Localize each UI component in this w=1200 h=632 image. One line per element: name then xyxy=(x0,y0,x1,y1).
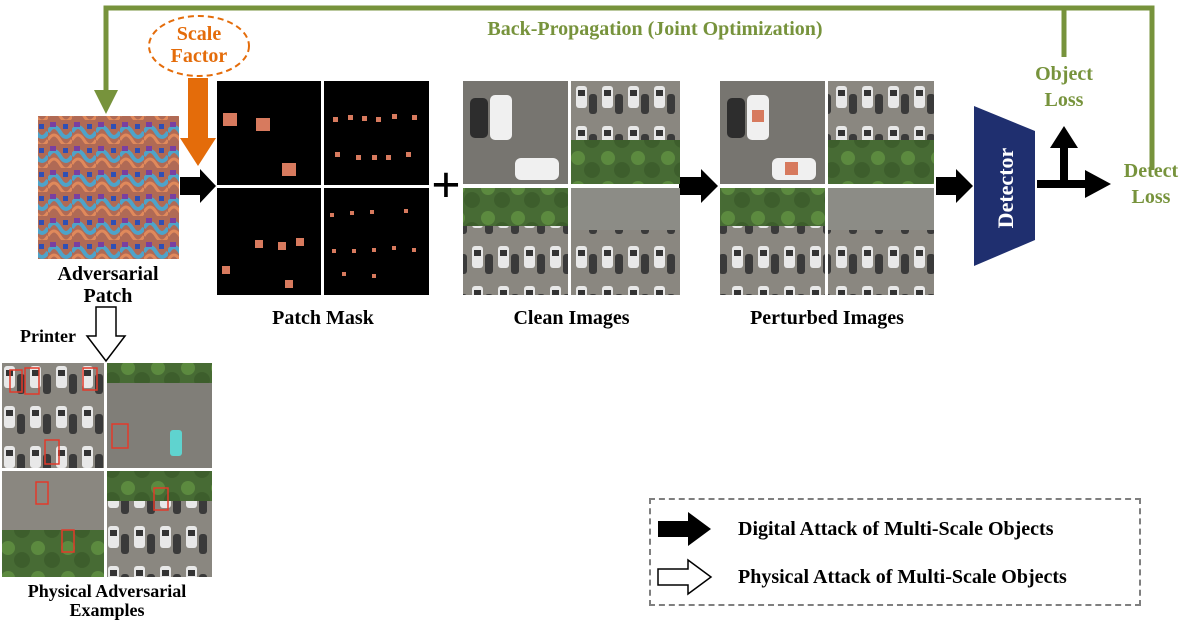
detector-output-arrows xyxy=(1037,126,1111,198)
arrow-perturbed-to-detector xyxy=(936,169,973,203)
backprop-arrowhead xyxy=(94,90,118,114)
clean-images-grid xyxy=(463,81,680,295)
detect-loss-label: Detect Loss xyxy=(1103,160,1199,208)
printer-label: Printer xyxy=(20,326,76,346)
patch-mask-label: Patch Mask xyxy=(272,307,374,329)
legend-box xyxy=(649,498,1141,606)
adversarial-patch-line1: Adversarial xyxy=(57,263,159,285)
arrow-clean-to-perturbed xyxy=(679,169,718,203)
backprop-arrow xyxy=(103,5,1155,170)
legend-physical-text: Physical Attack of Multi-Scale Objects xyxy=(738,566,1067,588)
adversarial-patch-image xyxy=(38,116,179,259)
object-loss-line2: Loss xyxy=(1044,89,1084,111)
detect-loss-line2: Loss xyxy=(1131,186,1171,208)
adversarial-patch-line2: Patch xyxy=(83,285,133,307)
scale-factor-line2: Factor xyxy=(170,45,228,67)
detect-loss-line1: Detect xyxy=(1123,160,1179,182)
scale-factor-line1: Scale xyxy=(176,23,222,45)
detector-label: Detector xyxy=(993,147,1018,229)
clean-images-label: Clean Images xyxy=(513,307,630,329)
physical-examples-grid xyxy=(2,363,212,577)
adversarial-patch-label: Adversarial Patch xyxy=(28,263,188,307)
perturbed-images-label: Perturbed Images xyxy=(750,307,904,329)
backprop-label: Back-Propagation (Joint Optimization) xyxy=(487,18,823,40)
arrow-patch-to-mask xyxy=(180,169,216,203)
legend-digital-arrow xyxy=(658,512,711,546)
detector-shape xyxy=(974,106,1035,266)
scale-factor-ellipse xyxy=(148,15,250,77)
scale-factor-arrow-shaft xyxy=(188,78,208,138)
physical-examples-label: Physical Adversarial Examples xyxy=(0,582,214,620)
object-loss-label: Object Loss xyxy=(1016,63,1112,111)
physical-examples-line2: Examples xyxy=(69,600,145,620)
patch-mask-grid xyxy=(217,81,429,295)
scale-factor-arrowhead xyxy=(180,138,216,166)
physical-examples-line1: Physical Adversarial xyxy=(27,581,187,601)
legend-physical-arrow xyxy=(657,558,713,596)
scale-factor-label: Scale Factor xyxy=(152,23,246,67)
perturbed-images-grid xyxy=(720,81,934,295)
printer-arrow xyxy=(85,306,127,363)
plus-sign: + xyxy=(431,157,461,214)
legend-digital-text: Digital Attack of Multi-Scale Objects xyxy=(738,518,1054,540)
object-loss-line1: Object xyxy=(1035,63,1093,85)
